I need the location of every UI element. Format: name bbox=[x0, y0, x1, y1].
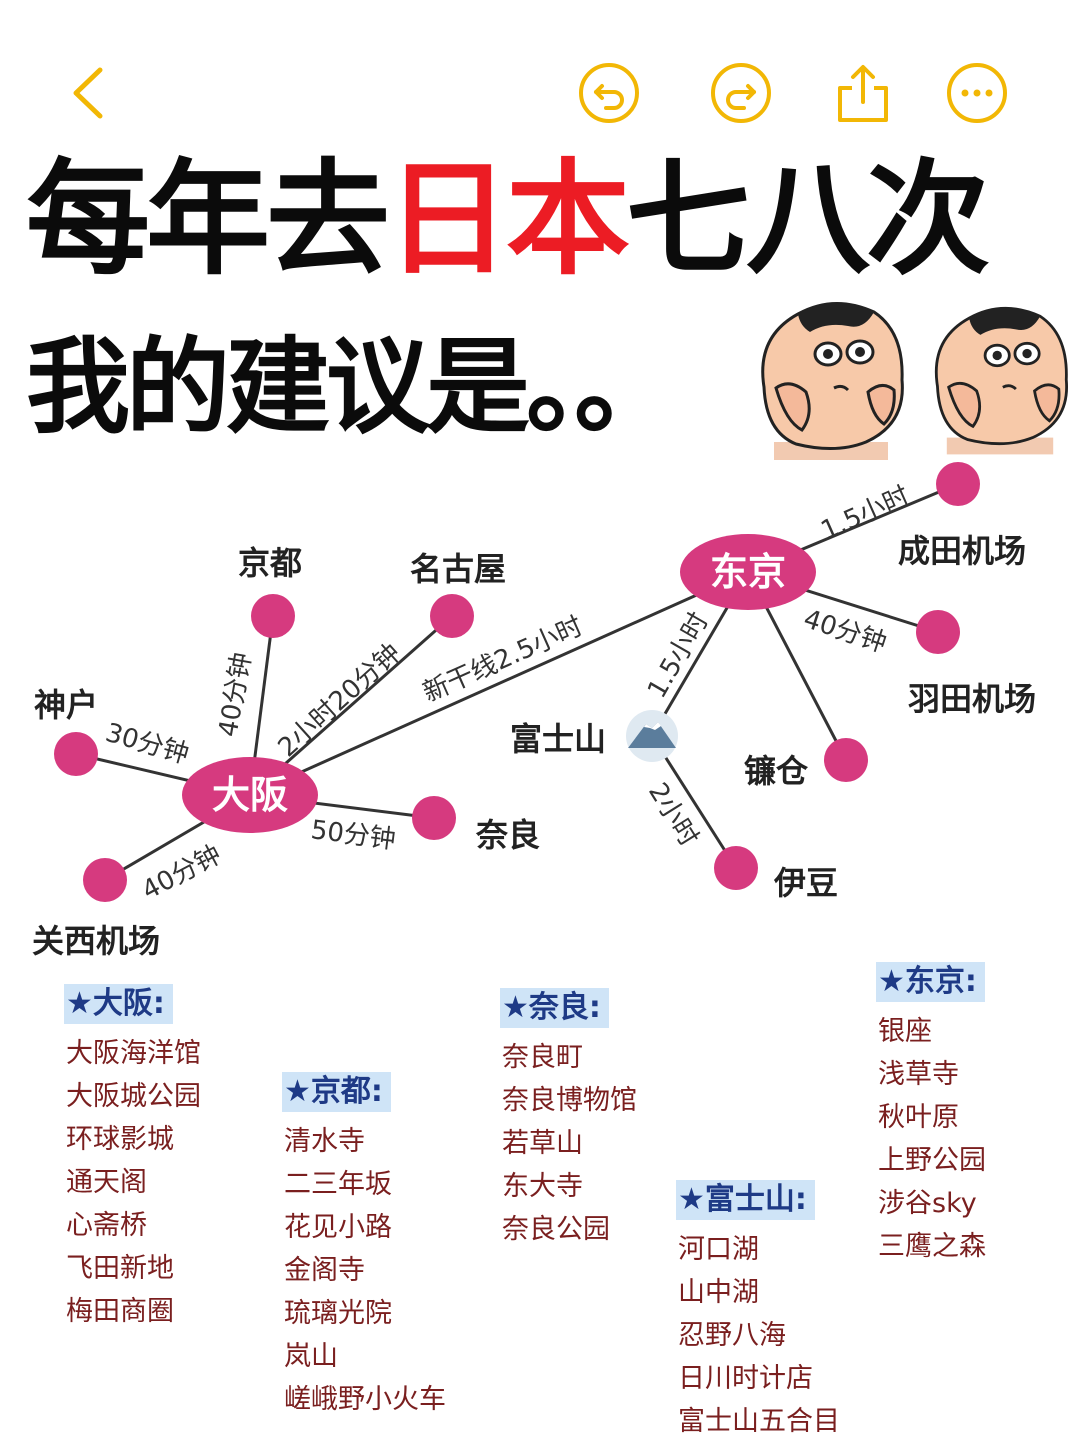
attraction-item: 琉璃光院 bbox=[284, 1298, 392, 1329]
attraction-item: 梅田商圈 bbox=[66, 1296, 174, 1327]
share-button[interactable] bbox=[832, 62, 894, 124]
list-kyoto-title: ★京都: bbox=[282, 1072, 391, 1112]
node-kobe bbox=[54, 732, 98, 776]
attraction-item: 嵯峨野小火车 bbox=[284, 1384, 446, 1415]
attraction-item: 心斋桥 bbox=[66, 1210, 147, 1241]
back-button[interactable] bbox=[58, 62, 120, 124]
duration-nagoya: 2小时20分钟 bbox=[273, 638, 407, 763]
route-map: 大阪 东京 京都 名古屋 神户 奈良 关西机场 成田机场 羽田机场 富士山 镰仓… bbox=[32, 462, 1036, 960]
attraction-item: 秋叶原 bbox=[878, 1102, 959, 1133]
city-izu: 伊豆 bbox=[773, 864, 838, 902]
duration-kansai-airport: 40分钟 bbox=[137, 840, 226, 906]
undo-icon bbox=[579, 63, 639, 123]
title-part2: 七八次 bbox=[626, 148, 990, 292]
attraction-item: 忍野八海 bbox=[678, 1320, 786, 1351]
list-fuji-title: ★富士山: bbox=[676, 1180, 815, 1220]
share-icon bbox=[838, 65, 888, 122]
hub-osaka-label: 大阪 bbox=[212, 773, 288, 817]
city-fuji: 富士山 bbox=[510, 720, 606, 758]
redo-icon bbox=[711, 63, 771, 123]
hub-tokyo-label: 东京 bbox=[710, 550, 786, 594]
node-haneda bbox=[916, 610, 960, 654]
page-subtitle: 我的建议是。。 bbox=[26, 326, 678, 448]
list-fuji: ★富士山: 河口湖山中湖忍野八海日川时计店富士山五合目 bbox=[676, 1180, 840, 1443]
attraction-item: 浅草寺 bbox=[878, 1059, 959, 1090]
mount-fuji-icon bbox=[626, 710, 678, 762]
list-kyoto: ★京都: 清水寺二三年坂花见小路金阁寺琉璃光院岚山嵯峨野小火车 bbox=[282, 1072, 446, 1421]
attraction-item: 日川时计店 bbox=[678, 1363, 813, 1394]
attraction-item: 花见小路 bbox=[284, 1212, 392, 1243]
city-narita: 成田机场 bbox=[898, 532, 1026, 570]
city-kyoto: 京都 bbox=[238, 544, 302, 582]
list-tokyo-title: ★东京: bbox=[876, 962, 985, 1002]
duration-nara: 50分钟 bbox=[309, 815, 397, 855]
attraction-item: 河口湖 bbox=[678, 1234, 759, 1265]
node-nara bbox=[412, 796, 456, 840]
attraction-item: 山中湖 bbox=[678, 1277, 759, 1308]
attraction-item: 通天阁 bbox=[66, 1167, 147, 1198]
more-icon bbox=[947, 63, 1007, 123]
edge-fuji-izu bbox=[650, 735, 738, 869]
attraction-item: 奈良博物馆 bbox=[502, 1085, 637, 1116]
attraction-item: 富士山五合目 bbox=[678, 1406, 840, 1437]
node-kansai-airport bbox=[83, 858, 127, 902]
duration-izu: 2小时 bbox=[642, 778, 704, 852]
edge-osaka-tokyo bbox=[249, 570, 749, 797]
attraction-item: 大阪海洋馆 bbox=[66, 1038, 201, 1069]
title-part1: 每年去 bbox=[26, 148, 390, 292]
city-nara: 奈良 bbox=[475, 816, 540, 854]
attraction-item: 环球影城 bbox=[66, 1124, 174, 1155]
attraction-item: 飞田新地 bbox=[66, 1253, 174, 1284]
cartoon-sticker bbox=[756, 292, 906, 460]
list-osaka: ★大阪: 大阪海洋馆大阪城公园环球影城通天阁心斋桥飞田新地梅田商圈 bbox=[64, 984, 201, 1333]
city-nagoya: 名古屋 bbox=[410, 550, 506, 588]
node-kyoto bbox=[251, 594, 295, 638]
node-narita bbox=[936, 462, 980, 506]
city-haneda: 羽田机场 bbox=[908, 680, 1036, 718]
attraction-item: 上野公园 bbox=[878, 1145, 986, 1176]
attraction-item: 东大寺 bbox=[502, 1171, 583, 1202]
attraction-item: 清水寺 bbox=[284, 1126, 365, 1157]
attraction-item: 三鹰之森 bbox=[878, 1231, 986, 1262]
attraction-item: 若草山 bbox=[502, 1128, 583, 1159]
hub-tokyo bbox=[680, 534, 816, 610]
chevron-left-icon bbox=[73, 67, 103, 119]
attraction-item: 涉谷sky bbox=[878, 1188, 977, 1219]
attraction-item: 二三年坂 bbox=[284, 1169, 392, 1200]
attraction-item: 大阪城公园 bbox=[66, 1081, 201, 1112]
city-kobe: 神户 bbox=[34, 686, 98, 724]
attraction-item: 金阁寺 bbox=[284, 1255, 365, 1286]
page-title: 每年去日本七八次 bbox=[26, 150, 1066, 290]
attraction-item: 奈良公园 bbox=[502, 1214, 610, 1245]
city-kansai-airport: 关西机场 bbox=[32, 922, 160, 960]
attraction-item: 银座 bbox=[878, 1016, 932, 1047]
list-osaka-title: ★大阪: bbox=[64, 984, 173, 1024]
node-nagoya bbox=[430, 594, 474, 638]
duration-kyoto: 40分钟 bbox=[213, 650, 257, 739]
title-highlight: 日本 bbox=[386, 148, 630, 292]
list-nara-title: ★奈良: bbox=[500, 988, 609, 1028]
undo-button[interactable] bbox=[578, 62, 640, 124]
node-kamakura bbox=[824, 738, 868, 782]
hub-osaka bbox=[182, 757, 318, 833]
more-button[interactable] bbox=[946, 62, 1008, 124]
redo-button[interactable] bbox=[710, 62, 772, 124]
city-kamakura: 镰仓 bbox=[744, 752, 809, 790]
cartoon-sticker bbox=[930, 292, 1078, 460]
list-nara: ★奈良: 奈良町奈良博物馆若草山东大寺奈良公园 bbox=[500, 988, 637, 1251]
list-tokyo: ★东京: 银座浅草寺秋叶原上野公园涉谷sky 三鹰之森 bbox=[876, 962, 986, 1268]
attraction-item: 岚山 bbox=[284, 1341, 338, 1372]
node-izu bbox=[714, 846, 758, 890]
attraction-item: 奈良町 bbox=[502, 1042, 583, 1073]
